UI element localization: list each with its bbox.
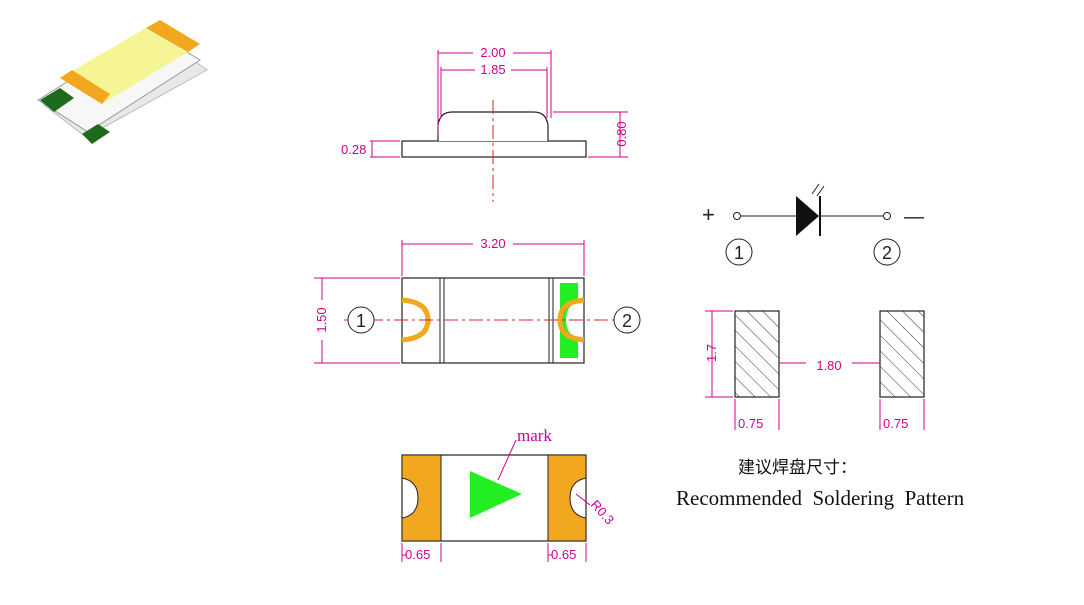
dim-pad-gap: 1.80: [816, 358, 841, 373]
symbol-pin2-label: 2: [882, 243, 892, 263]
anode-plus-sign: +: [702, 202, 715, 227]
led-schematic: + — 1 2: [702, 183, 924, 266]
dim-right-pad: 0.65: [551, 547, 576, 562]
radius-leader-line: [575, 493, 591, 506]
bottom-view: mark R0.3 0.65 0.65: [401, 426, 618, 562]
bottom-pad-right: [547, 454, 587, 542]
dim-lens-width: 1.85: [480, 62, 505, 77]
mark-leader-line: [497, 439, 517, 481]
led-diode-symbol-icon: [796, 183, 825, 236]
mark-label: mark: [517, 426, 552, 445]
side-view-base: [401, 140, 587, 158]
pin2-label: 2: [622, 311, 632, 331]
dim-total-width: 2.00: [480, 45, 505, 60]
pin1-marker: [347, 306, 375, 334]
led-3d-illustration: [37, 20, 208, 144]
side-view: 2.00 1.85 0.28 0.80: [341, 45, 629, 202]
cathode-pad-right: [146, 20, 200, 52]
dim-left-pad-width: 0.75: [738, 416, 763, 431]
polarity-mark-green: [40, 88, 74, 112]
solder-pattern: 1.7 1.80 0.75 0.75 建议焊盘尺寸： Recommended S…: [676, 310, 965, 510]
radius-label: R0.3: [588, 497, 618, 527]
dim-width: 1.50: [314, 307, 329, 332]
dim-pad-height: 1.7: [704, 344, 719, 362]
pin2-marker: [613, 306, 641, 334]
solder-pad-left: [734, 310, 780, 398]
polarity-mark-green-2: [82, 124, 110, 144]
castellation-right: [557, 297, 585, 343]
cathode-minus-sign: —: [904, 206, 924, 228]
anode-terminal: [733, 212, 741, 220]
dim-total-height: 0.80: [614, 121, 629, 146]
anode-pad-left: [60, 70, 110, 104]
top-view: 3.20 1.50 1 2: [314, 236, 641, 364]
symbol-pin1-marker: [725, 238, 753, 266]
bottom-pad-left: [401, 454, 442, 542]
pattern-title-chinese: 建议焊盘尺寸：: [738, 458, 857, 477]
cathode-terminal: [883, 212, 891, 220]
dim-right-pad-width: 0.75: [883, 416, 908, 431]
dim-length: 3.20: [480, 236, 505, 251]
dim-base-height: 0.28: [341, 142, 366, 157]
pattern-title-english: Recommended Soldering Pattern: [676, 486, 965, 510]
symbol-pin1-label: 1: [734, 243, 744, 263]
symbol-pin2-marker: [873, 238, 901, 266]
solder-pad-right: [879, 310, 925, 398]
dim-left-pad: 0.65: [405, 547, 430, 562]
pin1-label: 1: [356, 311, 366, 331]
polarity-triangle-mark: [470, 471, 522, 518]
